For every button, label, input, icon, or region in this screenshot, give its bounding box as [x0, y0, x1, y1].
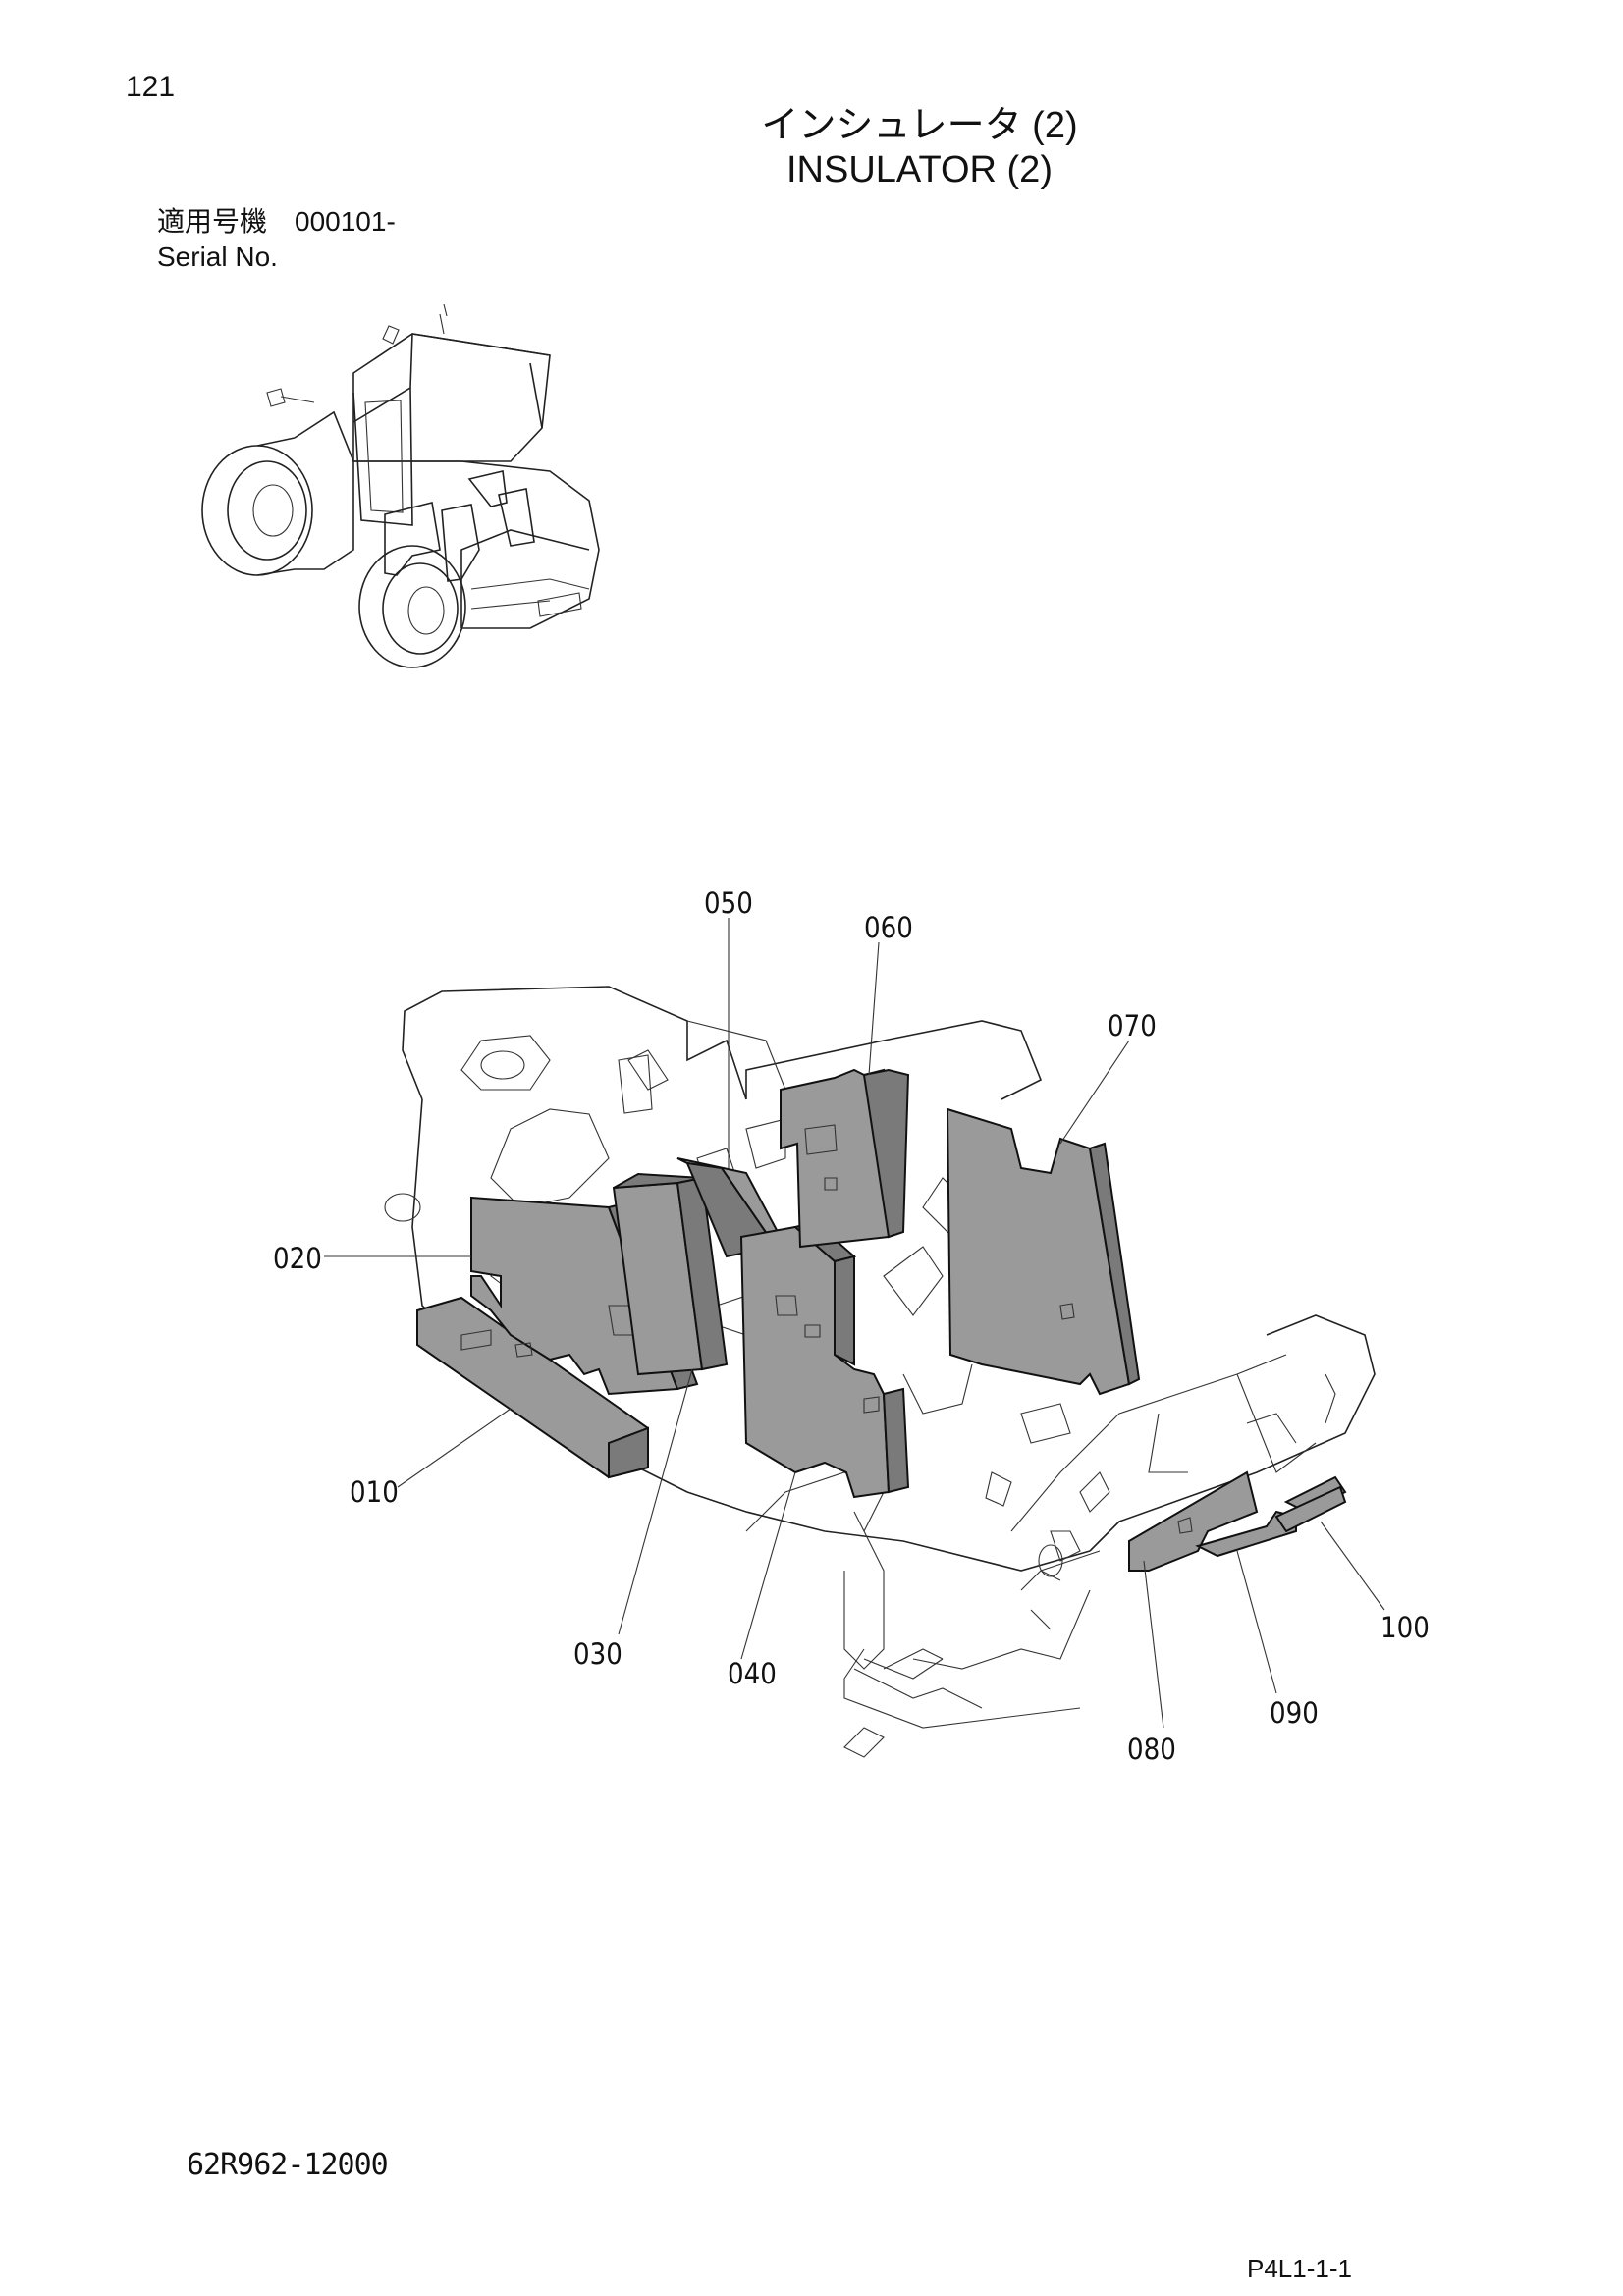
callout-040: 040 [728, 1657, 777, 1690]
insulator-060 [780, 1068, 910, 1249]
insulator-030 [612, 1172, 729, 1376]
insulator-070 [946, 1107, 1141, 1396]
insulator-pads-thumbnail [384, 470, 582, 617]
callout-100: 100 [1380, 1611, 1430, 1644]
insulator-100 [1274, 1475, 1347, 1533]
cab [266, 303, 551, 526]
callout-010: 010 [350, 1475, 399, 1509]
page-title-japanese: インシュレータ (2) [761, 105, 1078, 146]
serial-label-japanese: 適用号機 [157, 206, 268, 237]
serial-block: 適用号機 000101- Serial No. [157, 204, 396, 275]
callout-080: 080 [1127, 1733, 1176, 1766]
callout-090: 090 [1270, 1696, 1319, 1730]
callout-labels: 010 020 030 040 050 060 070 080 090 100 [273, 886, 1430, 1766]
insulator-080 [1128, 1470, 1259, 1572]
loader-thumbnail [201, 303, 600, 668]
serial-row: 適用号機 000101- [157, 204, 396, 240]
callout-030: 030 [573, 1637, 622, 1671]
page-code: P4L1-1-1 [1247, 2254, 1352, 2283]
callout-050: 050 [704, 886, 753, 920]
callout-060: 060 [864, 911, 913, 944]
callout-070: 070 [1108, 1009, 1157, 1042]
main-frame-diagram: 010 020 030 040 050 060 070 080 090 100 [273, 886, 1430, 1766]
page-title-english: INSULATOR (2) [786, 149, 1053, 190]
document-code: 62R962-12000 [187, 2148, 389, 2182]
front-wheel [201, 437, 313, 576]
insulator-010 [416, 1296, 649, 1479]
serial-label-english: Serial No. [157, 241, 278, 272]
chassis-frame [384, 986, 1376, 1758]
page-number: 121 [126, 71, 176, 103]
insulator-040 [739, 1220, 910, 1499]
callout-leader-lines [324, 918, 1385, 1729]
serial-value: 000101- [295, 206, 396, 237]
callout-020: 020 [273, 1242, 322, 1275]
rear-wheel [358, 545, 466, 668]
